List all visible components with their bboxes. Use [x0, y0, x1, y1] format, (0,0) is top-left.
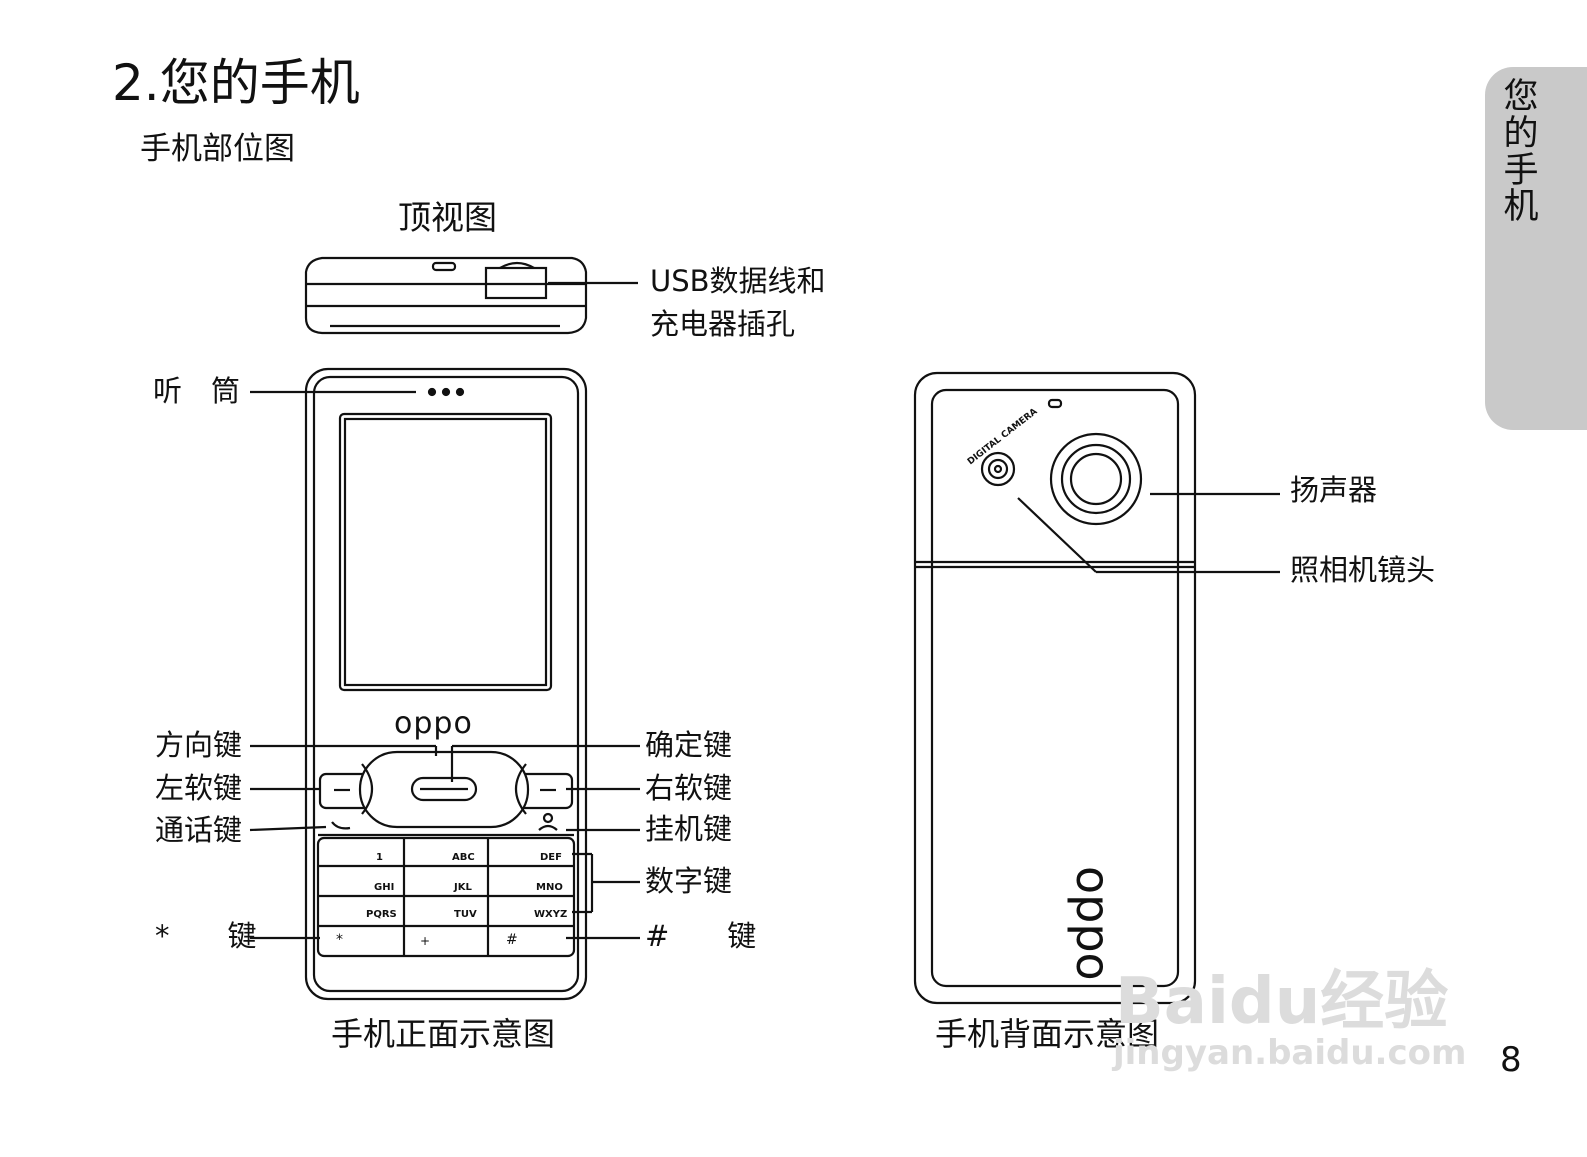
- watermark-brand: Baidu经验: [1115, 965, 1449, 1039]
- left-soft-key-label: 左软键: [155, 771, 243, 805]
- back-view-caption: 手机背面示意图: [935, 1015, 1160, 1053]
- key-6-label: MNO: [536, 882, 563, 893]
- usb-port-label-line1: USB数据线和: [650, 264, 826, 298]
- chapter-tab-label: 您的手机: [1503, 77, 1539, 228]
- chapter-tab: 您的手机: [1485, 67, 1587, 430]
- page-number: 8: [1500, 1040, 1522, 1080]
- call-key-label: 通话键: [155, 813, 243, 847]
- hash-key-label: # 键: [645, 919, 757, 953]
- key-3-label: DEF: [540, 852, 562, 863]
- section-subtitle: 手机部位图: [140, 131, 295, 167]
- front-view-caption: 手机正面示意图: [331, 1015, 556, 1053]
- page-title: 2.您的手机: [112, 54, 360, 112]
- number-keys-label: 数字键: [645, 864, 733, 898]
- top-view-title: 顶视图: [398, 198, 497, 237]
- top-view-drawing: [304, 256, 638, 335]
- front-view-drawing: [249, 367, 640, 1001]
- key-7-label: PQRS: [366, 909, 397, 920]
- end-key-label: 挂机键: [645, 812, 733, 846]
- key-1-label: 1: [376, 852, 383, 863]
- ok-key-label: 确定键: [645, 728, 733, 762]
- key-0-label: +: [420, 934, 431, 948]
- key-5-label: JKL: [454, 882, 472, 893]
- front-brand-logo: oppo: [394, 706, 473, 741]
- speaker-label: 扬声器: [1290, 473, 1378, 507]
- key-4-label: GHI: [374, 882, 395, 893]
- key-star-label: *: [336, 932, 343, 948]
- watermark-url: jingyan.baidu.com: [1113, 1033, 1467, 1073]
- key-9-label: WXYZ: [534, 909, 568, 920]
- key-hash-label: #: [506, 932, 518, 948]
- nav-key-label: 方向键: [155, 728, 243, 762]
- key-8-label: TUV: [454, 909, 477, 920]
- star-key-label: * 键: [155, 919, 257, 953]
- camera-lens-label: 照相机镜头: [1290, 553, 1436, 587]
- back-brand-logo: oppo: [1066, 866, 1120, 981]
- earpiece-label: 听 筒: [153, 374, 241, 408]
- back-view-drawing: [913, 371, 1280, 1005]
- key-2-label: ABC: [452, 852, 475, 863]
- right-soft-key-label: 右软键: [645, 771, 733, 805]
- usb-port-label-line2: 充电器插孔: [650, 307, 796, 341]
